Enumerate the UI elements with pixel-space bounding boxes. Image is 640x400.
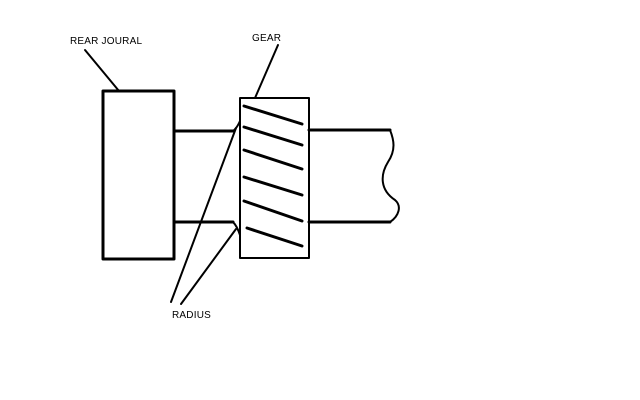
rear-journal-leader [84, 49, 120, 92]
gear-label: GEAR [252, 33, 282, 44]
radius-label: RADIUS [172, 310, 211, 321]
gear-tooth [242, 199, 304, 223]
gear-tooth [242, 125, 304, 147]
gear-tooth [242, 104, 304, 126]
gear-tooth [245, 226, 304, 248]
rear-journal-label: REAR JOURAL [70, 36, 143, 47]
radius-leader-upper [170, 127, 237, 303]
gear-leader [254, 44, 279, 99]
gear-tooth [242, 175, 304, 197]
radius-leader-lower [180, 228, 237, 305]
shaft-break-line [381, 129, 400, 223]
rear-journal-block [101, 89, 176, 261]
gear-teeth [242, 104, 304, 248]
gear-body [239, 97, 310, 259]
gear-tooth [242, 148, 304, 171]
